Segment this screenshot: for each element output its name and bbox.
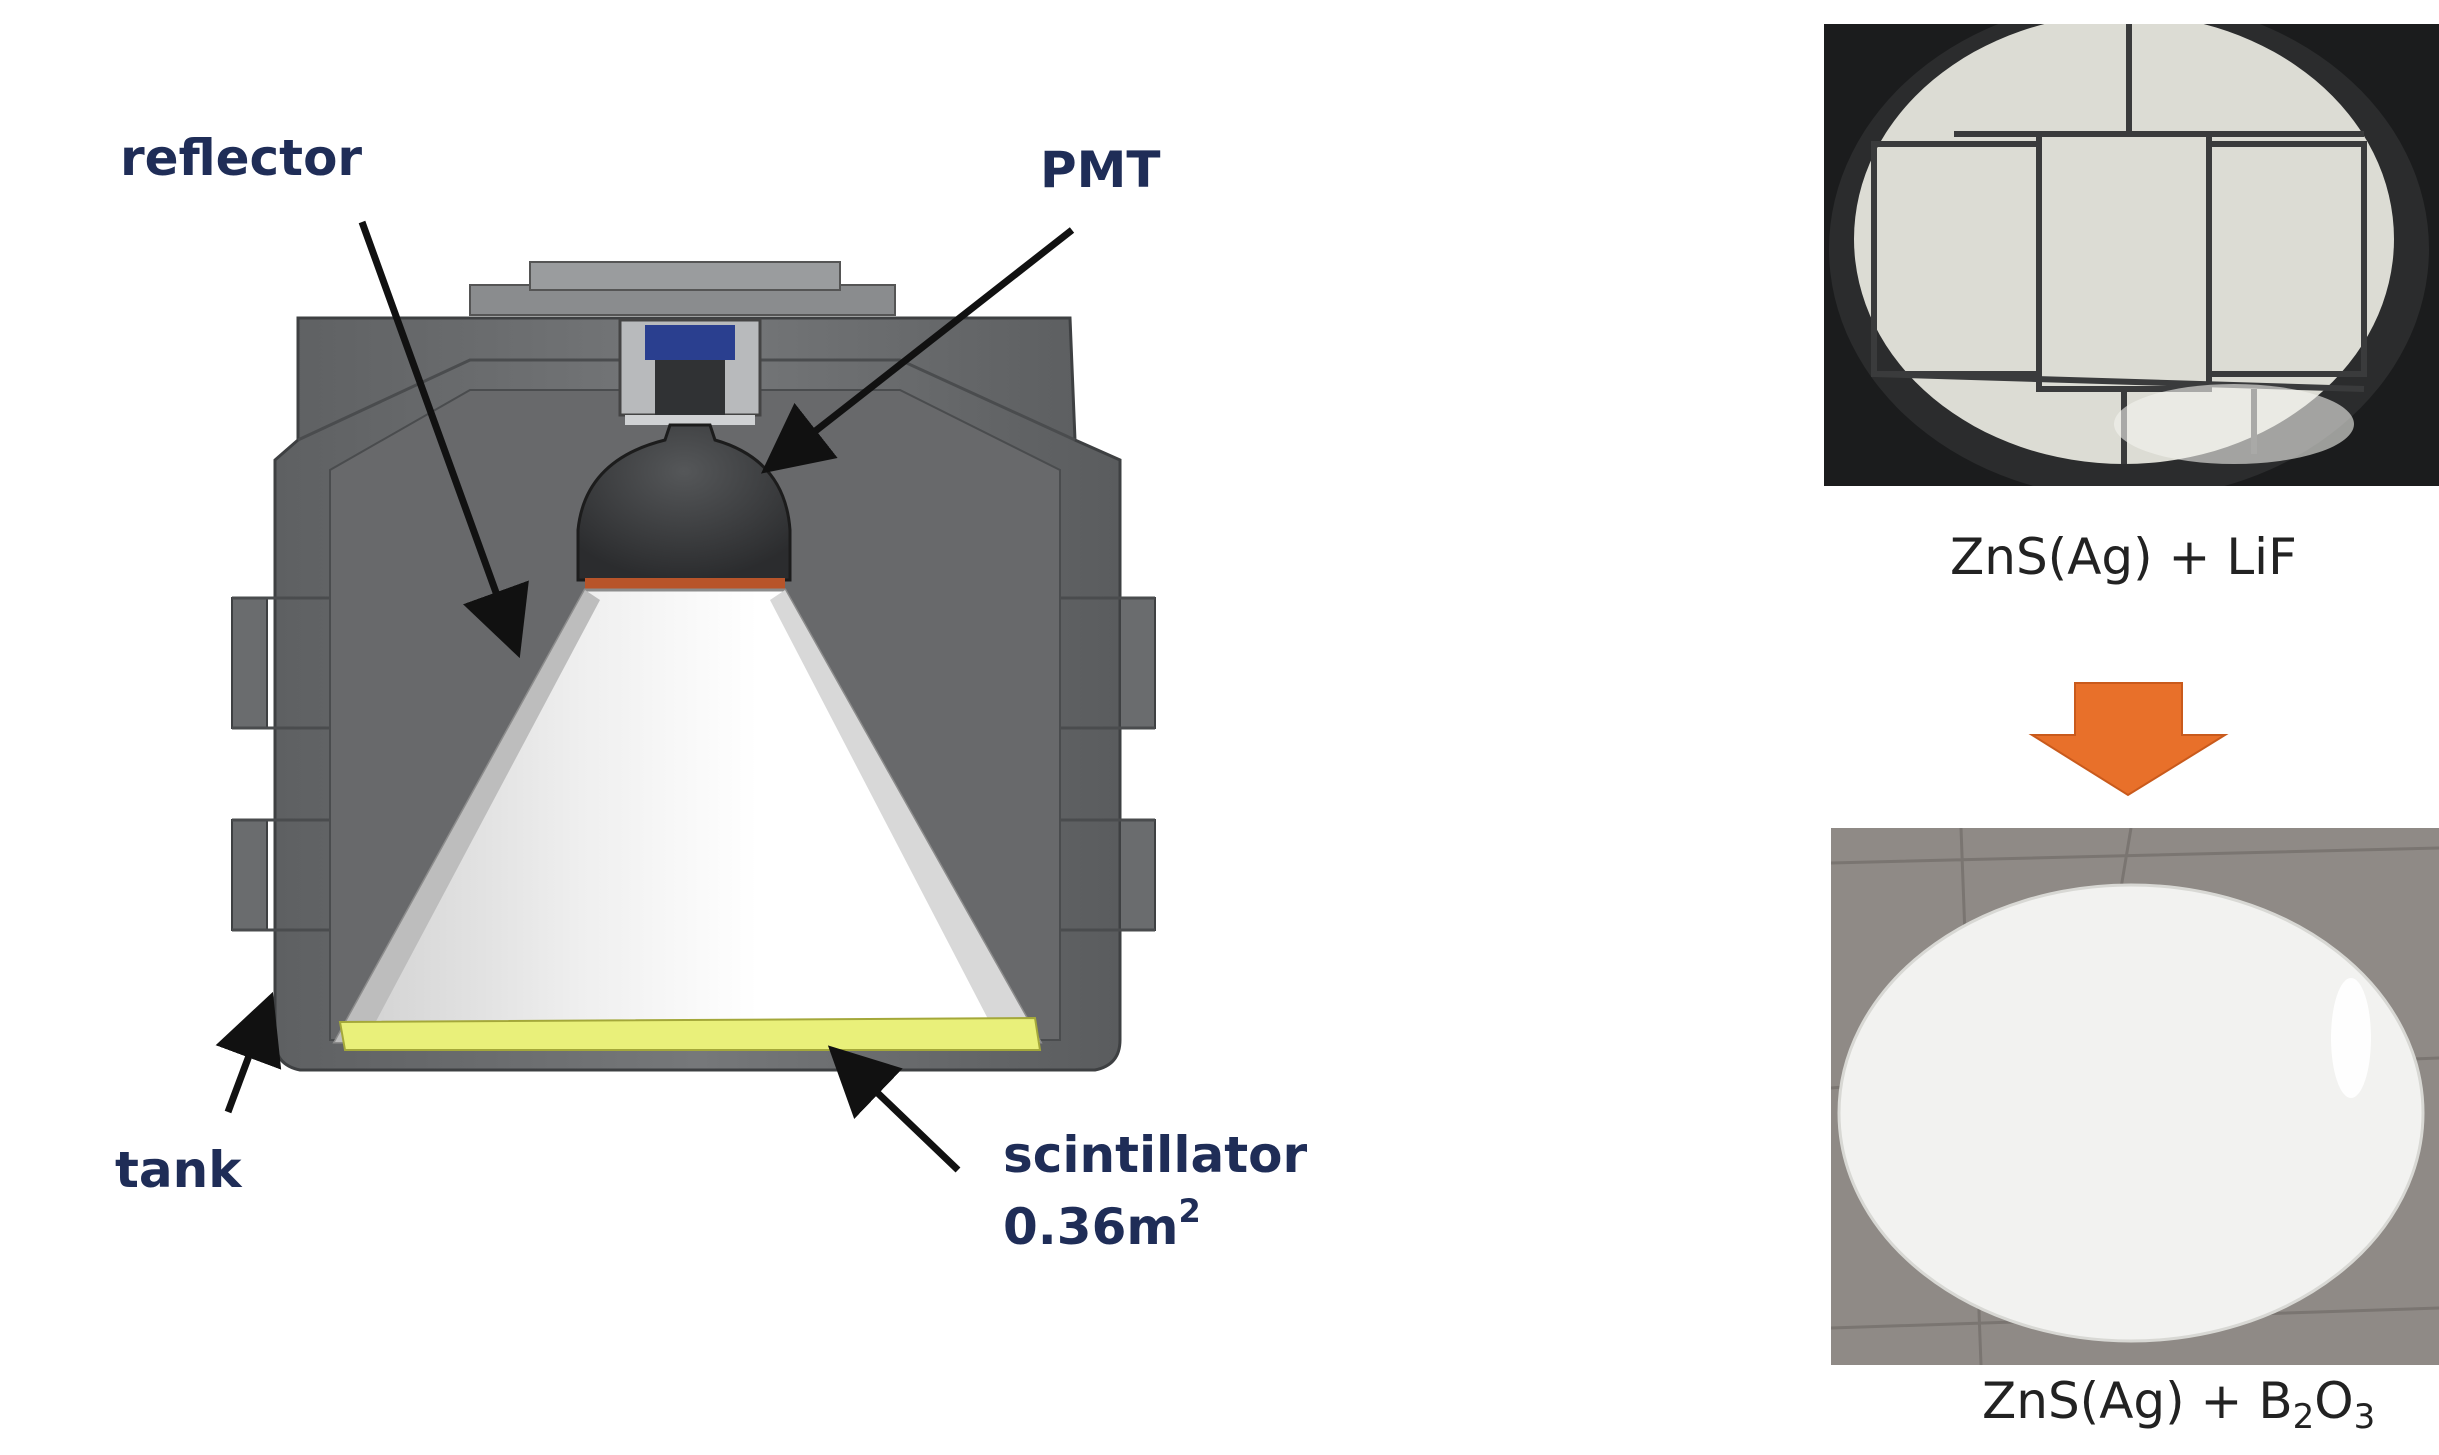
down-arrow-icon xyxy=(2028,682,2229,797)
area-label: 0.36m2 xyxy=(1003,1192,1201,1257)
tank-label: tank xyxy=(115,1141,242,1199)
area-exponent: 2 xyxy=(1178,1192,1201,1230)
b2o3-caption-prefix: ZnS(Ag) + B xyxy=(1982,1372,2293,1430)
lif-caption: ZnS(Ag) + LiF xyxy=(1950,528,2297,586)
pmt-housing xyxy=(618,318,762,425)
lif-photo xyxy=(1824,24,2439,486)
pmt-label: PMT xyxy=(1040,141,1161,199)
scintillator-label: scintillator xyxy=(1003,1126,1308,1184)
b2o3-caption-sub2: 3 xyxy=(2353,1397,2376,1437)
pmt-arrow xyxy=(760,227,1075,474)
pmt-bulb xyxy=(576,423,792,582)
reflector-label: reflector xyxy=(120,129,363,187)
pmt-window xyxy=(585,578,785,590)
b2o3-caption-mid: O xyxy=(2314,1372,2354,1430)
area-value: 0.36m xyxy=(1003,1198,1179,1256)
b2o3-caption: ZnS(Ag) + B2O3 xyxy=(1982,1372,2375,1437)
reflector-arrow xyxy=(358,220,529,659)
tank-arrow xyxy=(215,991,282,1114)
scintillator-sheet xyxy=(338,1016,1042,1051)
scintillator-arrow xyxy=(827,1045,961,1173)
b2o3-photo xyxy=(1831,828,2439,1365)
b2o3-caption-sub1: 2 xyxy=(2292,1397,2315,1437)
